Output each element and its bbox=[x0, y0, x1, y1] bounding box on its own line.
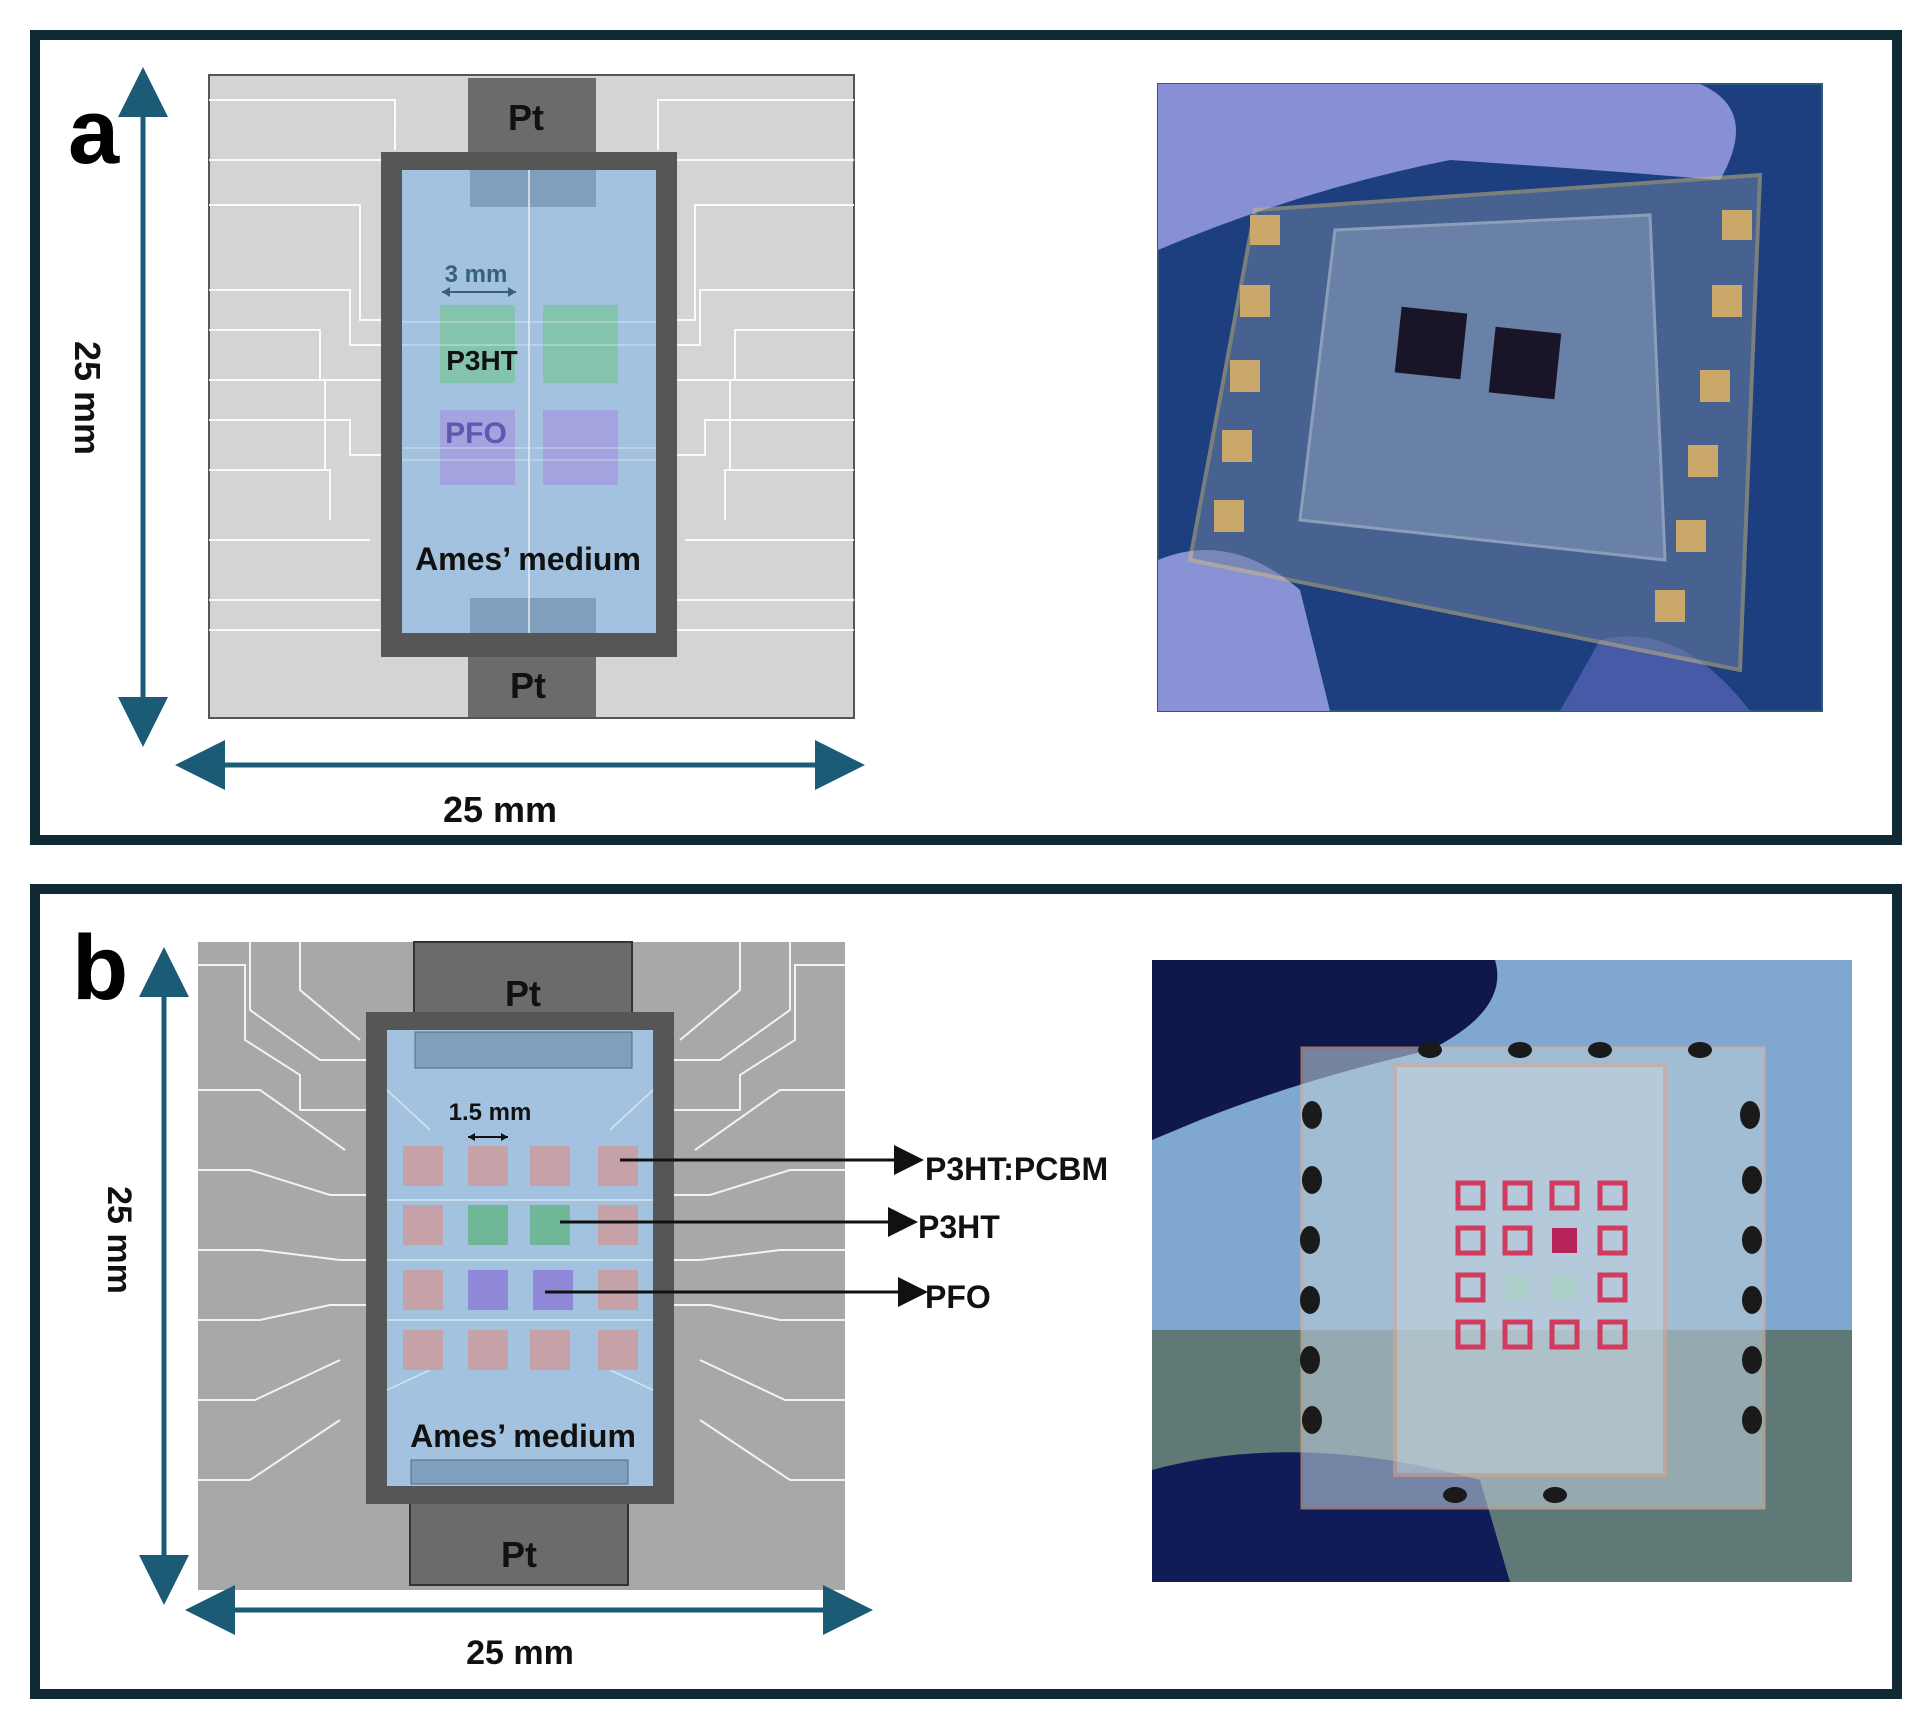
chamber-b bbox=[387, 1030, 653, 1486]
panel-b-letter: b bbox=[72, 917, 129, 1019]
pad-p3ht-1 bbox=[440, 305, 515, 383]
scale-label-a: 3 mm bbox=[445, 261, 508, 288]
traces-a bbox=[209, 99, 854, 631]
pad-label-pfo: PFO bbox=[445, 417, 507, 450]
pad-grid-b bbox=[403, 1146, 638, 1370]
callout-label-pfo: PFO bbox=[925, 1279, 991, 1315]
electrode-overlap-bottom-a bbox=[470, 598, 596, 633]
pad-p3ht-2 bbox=[543, 305, 618, 383]
medium-label-a: Ames’ medium bbox=[415, 541, 641, 577]
photo-b bbox=[1152, 960, 1852, 1582]
electrode-top-label-b: Pt bbox=[505, 973, 541, 1014]
callout-label-p3ht-pcbm: P3HT:PCBM bbox=[925, 1151, 1108, 1187]
dim-label-horizontal-b: 25 mm bbox=[466, 1634, 574, 1672]
traces-b bbox=[198, 942, 845, 1481]
medium-label-b: Ames’ medium bbox=[410, 1418, 636, 1454]
dim-label-vertical-a: 25 mm bbox=[67, 341, 108, 455]
pad-label-p3ht: P3HT bbox=[446, 345, 518, 376]
callout-label-p3ht: P3HT bbox=[918, 1209, 1000, 1245]
dim-label-horizontal-a: 25 mm bbox=[443, 789, 557, 830]
electrode-top-label-a: Pt bbox=[508, 97, 544, 138]
dim-label-vertical-b: 25 mm bbox=[100, 1186, 138, 1294]
electrode-overlap-top-b bbox=[414, 1031, 633, 1069]
electrode-bottom-label-a: Pt bbox=[510, 665, 546, 706]
panel-a-letter: a bbox=[68, 81, 120, 183]
photo-a bbox=[1157, 83, 1823, 712]
electrode-bottom-label-b: Pt bbox=[501, 1534, 537, 1575]
electrode-overlap-top-a bbox=[470, 170, 596, 207]
electrode-overlap-bottom-b bbox=[410, 1459, 629, 1485]
scale-label-b: 1.5 mm bbox=[449, 1099, 532, 1126]
